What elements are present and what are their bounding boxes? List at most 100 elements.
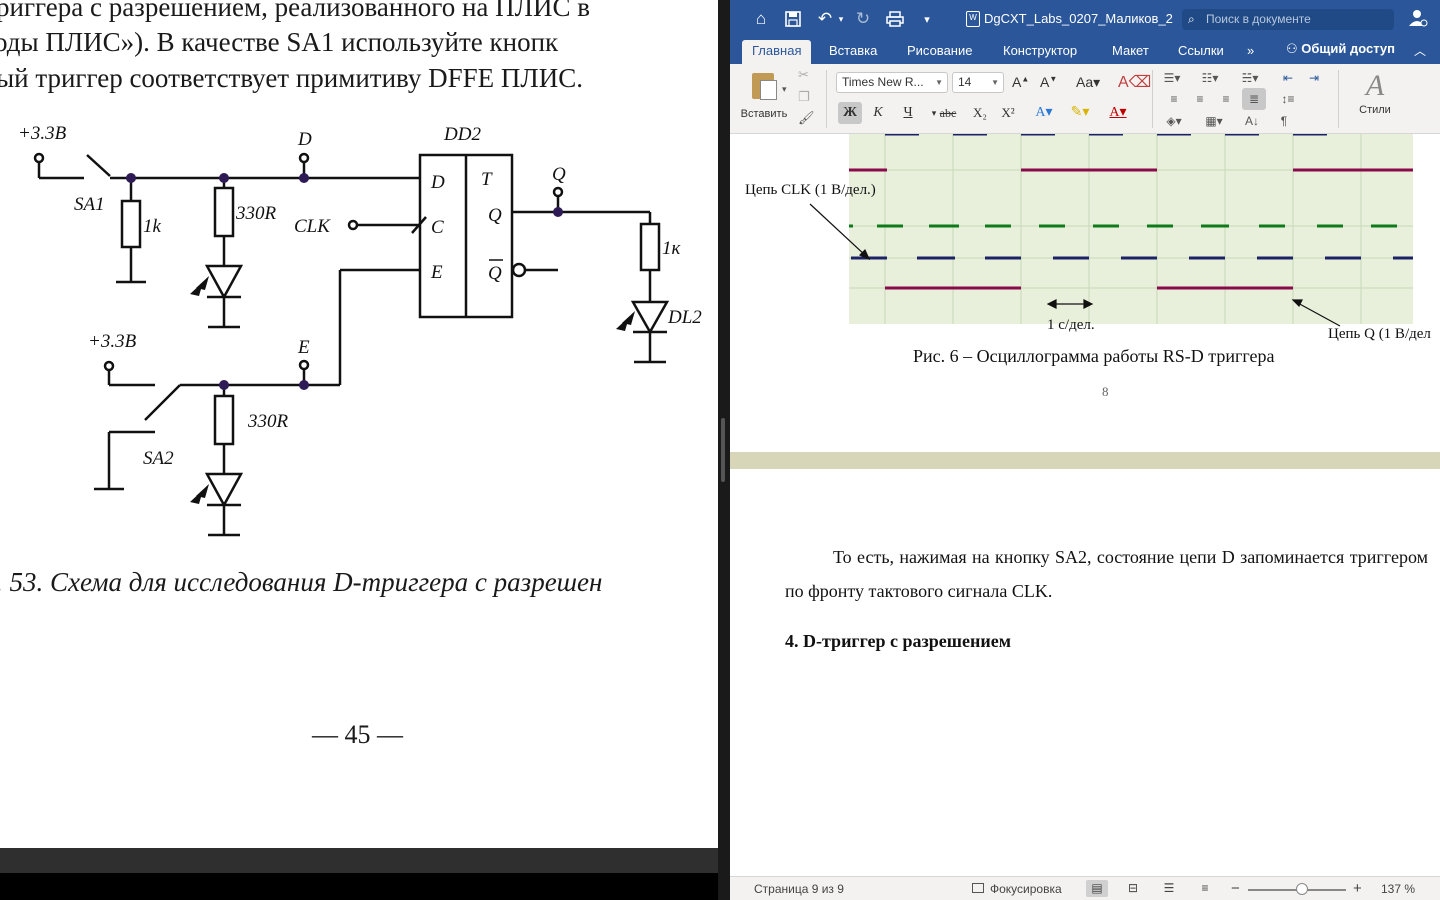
font-name-select[interactable]: Times New R...▼ — [836, 72, 948, 93]
pin-e: E — [430, 262, 443, 283]
tab-design[interactable]: Конструктор — [1003, 43, 1078, 58]
format-painter-icon[interactable]: 🖌 — [798, 110, 815, 125]
focus-icon[interactable] — [972, 883, 984, 893]
zoom-in-button[interactable]: + — [1353, 880, 1362, 897]
tab-references[interactable]: Ссылки — [1178, 43, 1224, 58]
word-doc-icon: W — [966, 11, 980, 27]
underline-button[interactable]: Ч — [903, 105, 913, 120]
save-icon[interactable] — [782, 8, 804, 30]
undo-dropdown-icon[interactable]: ▾ — [838, 13, 844, 24]
align-center-icon[interactable]: ≡ — [1196, 92, 1204, 106]
annotation-arrows — [809, 203, 1341, 327]
section-heading[interactable]: 4. D-триггер с разрешением — [785, 631, 1011, 651]
pin-q: Q — [488, 205, 502, 226]
italic-button[interactable]: К — [873, 105, 883, 120]
share-label: Общий доступ — [1301, 41, 1396, 56]
search-input[interactable]: ⌕ Поиск в документе — [1182, 9, 1394, 30]
change-case-icon[interactable]: Aa▾ — [1076, 74, 1101, 90]
zoom-level[interactable]: 137 % — [1381, 882, 1416, 896]
cut-icon[interactable]: ✂ — [798, 67, 809, 82]
pin-t: T — [481, 169, 493, 190]
redo-icon[interactable]: ↻ — [855, 9, 871, 28]
line-spacing-icon[interactable]: ↕≡ — [1281, 92, 1295, 106]
grow-font-icon[interactable]: A▲ — [1012, 74, 1030, 90]
text-effects-icon[interactable]: A▾ — [1035, 105, 1053, 120]
shrink-font-icon[interactable]: A▼ — [1040, 74, 1058, 90]
clipboard-icon — [749, 70, 779, 100]
q-channel-label: Цепь Q (1 В/дел — [1328, 326, 1431, 342]
bullets-icon[interactable]: ☰▾ — [1163, 71, 1181, 85]
document-canvas[interactable]: Цепь CLK (1 В/дел.) 1 с/дел. Цепь Q (1 В… — [730, 134, 1440, 876]
tab-insert[interactable]: Вставка — [829, 43, 878, 58]
copy-icon[interactable]: ❐ — [798, 89, 810, 104]
font-size-value: 14 — [958, 75, 972, 89]
styles-icon: A — [1365, 69, 1385, 102]
bold-button[interactable]: Ж — [838, 102, 862, 124]
tab-layout[interactable]: Макет — [1112, 43, 1149, 58]
title-bar: ⌂ ↶ ▾ ↻ ▾ W DgCXT_Labs_0207_Маликов_2 ⌕ … — [730, 0, 1440, 38]
print-icon[interactable] — [884, 8, 906, 30]
collapse-ribbon-icon[interactable]: ︿ — [1414, 44, 1427, 58]
clear-formatting-icon[interactable]: A⌫ — [1118, 74, 1152, 91]
web-layout-icon[interactable]: ⊟ — [1127, 881, 1139, 895]
home-icon[interactable]: ⌂ — [755, 9, 767, 28]
font-name-value: Times New R... — [842, 75, 924, 89]
outline-view-icon[interactable]: ☰ — [1163, 881, 1175, 895]
pdf-page-number: — 45 — — [312, 720, 403, 749]
search-icon: ⌕ — [1188, 12, 1195, 26]
oscillogram-image — [849, 134, 1413, 324]
align-left-icon[interactable]: ≡ — [1170, 92, 1178, 106]
account-icon[interactable] — [1408, 8, 1430, 30]
label-r2: 330R — [235, 203, 277, 224]
pdf-text-line: ый триггер соответствует примитиву DFFE … — [0, 63, 583, 93]
justify-icon[interactable]: ≣ — [1242, 88, 1266, 110]
shading-icon[interactable]: ◈▾ — [1166, 114, 1182, 128]
sort-icon[interactable]: A↓ — [1244, 114, 1259, 128]
time-scale-label: 1 с/дел. — [1047, 317, 1095, 333]
split-view-handle[interactable] — [721, 418, 725, 482]
label-r1: 1k — [143, 216, 162, 237]
share-button[interactable]: ⚇ Общий доступ — [1286, 41, 1395, 57]
align-right-icon[interactable]: ≡ — [1222, 92, 1230, 106]
tab-draw[interactable]: Рисование — [907, 43, 973, 58]
pdf-viewer-pane[interactable]: риггера с разрешением, реализованного на… — [0, 0, 718, 900]
print-layout-icon[interactable]: ▤ — [1086, 880, 1108, 897]
label-r4: 330R — [247, 411, 289, 432]
underline-dropdown-icon[interactable]: ▾ — [931, 108, 937, 118]
label-v1: +3.3В — [18, 123, 67, 144]
multilevel-list-icon[interactable]: ☵▾ — [1241, 71, 1259, 85]
subscript-button[interactable]: X₂ — [973, 105, 987, 120]
show-paragraph-marks-icon[interactable]: ¶ — [1280, 114, 1288, 128]
pin-d: D — [430, 172, 445, 193]
body-paragraph[interactable]: То есть, нажимая на кнопку SA2, состояни… — [785, 547, 1428, 601]
strikethrough-button[interactable]: abc — [939, 106, 957, 120]
numbering-icon[interactable]: ☷▾ — [1201, 71, 1219, 85]
customize-toolbar-icon[interactable]: ▾ — [924, 13, 930, 26]
zoom-out-button[interactable]: − — [1231, 880, 1240, 897]
superscript-button[interactable]: X² — [1001, 105, 1015, 120]
borders-icon[interactable]: ▦▾ — [1205, 114, 1223, 128]
draft-view-icon[interactable]: ≡ — [1201, 881, 1209, 895]
highlight-icon[interactable]: ✎▾ — [1070, 105, 1090, 120]
undo-icon[interactable]: ↶ — [817, 9, 833, 28]
page-number: 8 — [1102, 384, 1109, 399]
pin-qbar: Q — [488, 263, 502, 284]
font-color-icon[interactable]: A▾ — [1109, 105, 1127, 120]
font-size-select[interactable]: 14▼ — [952, 72, 1004, 93]
paste-dropdown-icon[interactable]: ▾ — [782, 84, 787, 94]
paste-label: Вставить — [740, 108, 788, 120]
page-count-status[interactable]: Страница 9 из 9 — [754, 882, 844, 896]
focus-mode-button[interactable]: Фокусировка — [990, 882, 1062, 896]
label-dl2: DL2 — [667, 307, 702, 328]
tab-home[interactable]: Главная — [742, 40, 812, 64]
zoom-slider-thumb[interactable] — [1296, 883, 1308, 895]
styles-button[interactable]: A Стили — [1348, 68, 1402, 130]
styles-label: Стили — [1359, 104, 1391, 116]
paste-button[interactable]: Вставить — [736, 68, 792, 130]
increase-indent-icon[interactable]: ⇥ — [1308, 71, 1320, 85]
more-tabs-button[interactable]: » — [1247, 43, 1255, 58]
pdf-text-line: оды ПЛИС»). В качестве SA1 используйте к… — [0, 27, 559, 57]
decrease-indent-icon[interactable]: ⇤ — [1282, 71, 1294, 85]
figure-caption: Рис. 6 – Осциллограмма работы RS-D тригг… — [913, 346, 1275, 366]
page-break-gap — [730, 452, 1440, 469]
